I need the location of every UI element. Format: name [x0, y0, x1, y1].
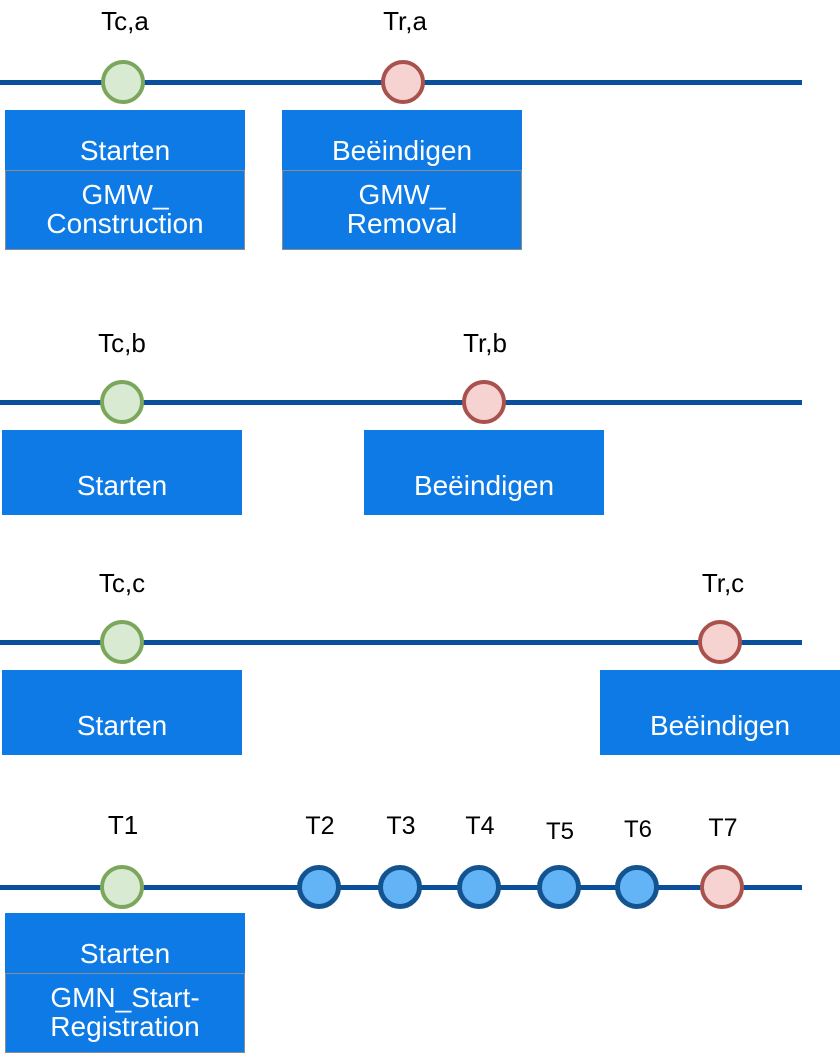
tick-label-t2: T2	[305, 812, 335, 840]
callout-gmn-start-registration[interactable]: Starten GMN_Start- Registration	[5, 913, 245, 1053]
callout-action-label: Starten	[76, 470, 168, 501]
tick-label-t1: T1	[107, 810, 139, 840]
callout-peak-shape	[364, 430, 604, 515]
callout-detail-line: Removal	[346, 208, 458, 239]
tick-label-t3: T3	[386, 812, 416, 840]
node-marker-tc-b[interactable]	[100, 380, 144, 424]
callout-peak-shape	[600, 670, 840, 755]
node-marker-t7[interactable]	[700, 865, 744, 909]
callout-action-label: Beëindigen	[413, 470, 555, 501]
callout-start-b[interactable]: Starten	[2, 430, 242, 515]
node-marker-tr-b[interactable]	[462, 380, 506, 424]
callout-end-c[interactable]: Beëindigen	[600, 670, 840, 755]
callout-peak-shape	[282, 110, 522, 172]
callout-detail-box: GMW_ Removal	[282, 170, 522, 250]
callout-start-c[interactable]: Starten	[2, 670, 242, 755]
timeline-axis-b	[0, 400, 802, 405]
callout-action-label: Beëindigen	[649, 710, 791, 741]
tick-label-t6: T6	[623, 816, 652, 843]
callout-detail-line: Registration	[50, 1011, 200, 1042]
callout-detail-line: GMW_	[81, 179, 169, 211]
callout-gmw-removal[interactable]: Beëindigen GMW_ Removal	[282, 110, 522, 250]
callout-peak-shape	[2, 430, 242, 515]
timeline-axis-c	[0, 640, 802, 645]
node-marker-tc-c[interactable]	[100, 620, 144, 664]
callout-action-label: Beëindigen	[331, 135, 473, 166]
node-marker-tc-a[interactable]	[101, 60, 145, 104]
node-marker-t6[interactable]	[615, 865, 659, 909]
tick-label-tr-c: Tr,c	[701, 568, 745, 598]
timeline-row-a: Tc,a Tr,a Starten GMW_ Construction Beëi…	[0, 0, 840, 270]
callout-peak-shape	[2, 670, 242, 755]
callout-gmw-construction[interactable]: Starten GMW_ Construction	[5, 110, 245, 250]
tick-label-tc-c: Tc,c	[98, 568, 146, 598]
node-marker-t3[interactable]	[378, 865, 422, 909]
callout-detail-line: Construction	[46, 208, 204, 239]
callout-detail-box: GMW_ Construction	[5, 170, 245, 250]
callout-end-b[interactable]: Beëindigen	[364, 430, 604, 515]
callout-detail-line: GMW_	[358, 179, 446, 211]
callout-detail-box: GMN_Start- Registration	[5, 973, 245, 1053]
callout-peak-shape	[5, 913, 245, 975]
tick-label-t5: T5	[545, 818, 574, 845]
timeline-row-t: T1 T2 T3 T4 T5 T6 T7 Starten GMN_Start- …	[0, 800, 840, 1056]
timeline-row-b: Tc,b Tr,b Starten Beëindigen	[0, 320, 840, 530]
node-marker-t2[interactable]	[297, 865, 341, 909]
callout-detail-line: GMN_Start-	[50, 982, 200, 1014]
node-marker-t1[interactable]	[100, 865, 144, 909]
tick-label-tc-b: Tc,b	[98, 328, 146, 358]
tick-label-tr-b: Tr,b	[463, 328, 507, 358]
tick-label-t4: T4	[465, 812, 495, 840]
node-marker-tr-a[interactable]	[381, 60, 425, 104]
node-marker-tr-c[interactable]	[698, 620, 742, 664]
callout-action-label: Starten	[76, 710, 168, 741]
tick-label-tr-a: Tr,a	[383, 6, 427, 36]
callout-peak-shape	[5, 110, 245, 172]
callout-action-label: Starten	[79, 938, 171, 969]
node-marker-t5[interactable]	[537, 865, 581, 909]
tick-label-tc-a: Tc,a	[101, 6, 149, 36]
timeline-row-c: Tc,c Tr,c Starten Beëindigen	[0, 560, 840, 770]
callout-action-label: Starten	[79, 135, 171, 166]
node-marker-t4[interactable]	[457, 865, 501, 909]
tick-label-t7: T7	[708, 814, 738, 842]
